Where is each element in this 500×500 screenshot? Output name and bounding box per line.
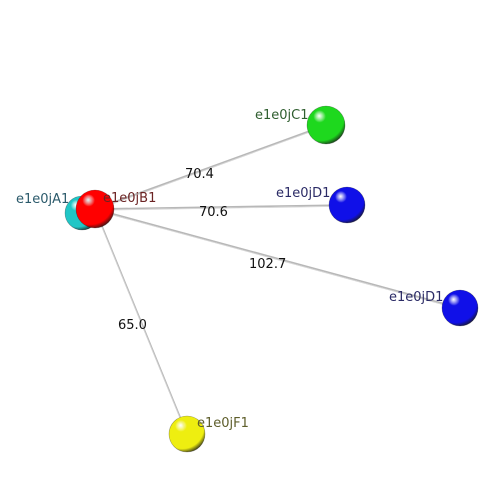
distance-lines bbox=[94, 124, 461, 436]
atom-label-C1: e1e0jC1 bbox=[255, 108, 309, 123]
atom-sphere-D1a[interactable] bbox=[328, 186, 366, 224]
distance-line-B1-C1 bbox=[94, 124, 327, 210]
atom-label-D1a: e1e0jD1 bbox=[276, 186, 330, 201]
distance-line-shadow bbox=[94, 205, 348, 211]
atom-spheres bbox=[64, 105, 479, 453]
atom-label-A1: e1e0jA1 bbox=[16, 192, 69, 207]
distance-label-B1-C1: 70.4 bbox=[185, 167, 214, 182]
distance-label-B1-F1: 65.0 bbox=[118, 318, 147, 333]
distance-line-B1-D1a bbox=[94, 204, 348, 210]
atom-label-B1: e1e0jB1 bbox=[103, 191, 156, 206]
distance-label-B1-D1b: 102.7 bbox=[249, 257, 286, 272]
atom-sphere-F1[interactable] bbox=[168, 415, 206, 453]
distance-label-B1-D1a: 70.6 bbox=[199, 205, 228, 220]
atom-sphere-D1b[interactable] bbox=[441, 289, 479, 327]
distance-line-B1-F1 bbox=[94, 208, 188, 435]
atom-sphere-B1[interactable] bbox=[75, 189, 115, 229]
distance-line-shadow bbox=[94, 125, 327, 211]
atom-label-D1b: e1e0jD1 bbox=[389, 290, 443, 305]
distance-line-shadow bbox=[94, 210, 188, 436]
distance-line-shadow bbox=[94, 209, 461, 310]
distance-line-B1-D1b bbox=[94, 208, 461, 309]
atom-sphere-C1[interactable] bbox=[306, 105, 346, 145]
labels: e1e0jA1 e1e0jB1 e1e0jC1 e1e0jD1 e1e0jD1 e1e0j… bbox=[16, 108, 443, 431]
atom-label-F1: e1e0jF1 bbox=[197, 416, 249, 431]
